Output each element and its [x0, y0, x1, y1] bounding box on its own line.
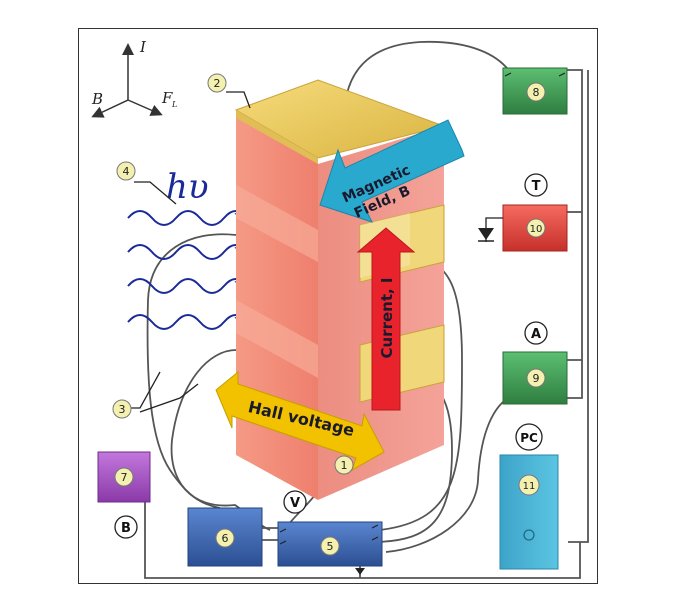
badge-b: B — [114, 515, 138, 539]
device-10-label: 10 — [530, 224, 543, 235]
callout-2: 2 — [207, 73, 227, 93]
badge-b-label: B — [121, 521, 131, 536]
badge-v: V — [283, 490, 307, 514]
badge-a-label: A — [531, 327, 541, 342]
device-11-label: 11 — [523, 481, 536, 492]
photon-waves — [127, 205, 249, 330]
device-9: 9 — [502, 351, 568, 405]
device-9-label: 9 — [533, 372, 540, 385]
callout-1: 1 — [334, 455, 354, 475]
device-10: 10 — [478, 204, 568, 252]
axis-label-f-sub: L — [171, 100, 177, 109]
axes-triad: I B F L — [91, 38, 177, 118]
badge-t-label: T — [532, 179, 541, 194]
badge-v-label: V — [290, 496, 300, 511]
device-8: 8 — [502, 67, 568, 115]
device-7-label: 7 — [121, 471, 128, 484]
wires — [144, 40, 589, 579]
photon-label: hυ — [166, 167, 209, 207]
current-label: Current, I — [378, 277, 396, 358]
device-5: 5 — [277, 521, 383, 567]
ground-tick — [355, 568, 365, 575]
badge-pc-label: PC — [520, 431, 538, 445]
callout-4-label: 4 — [123, 165, 130, 178]
device-5-label: 5 — [327, 540, 334, 553]
callout-3: 3 — [112, 399, 132, 419]
axis-label-b: B — [91, 90, 103, 108]
callout-1-label: 1 — [341, 459, 348, 472]
device-7: 7 — [97, 451, 151, 503]
callout-3-label: 3 — [119, 403, 126, 416]
badge-pc: PC — [515, 423, 543, 451]
device-6-label: 6 — [222, 532, 229, 545]
badge-a: A — [524, 321, 548, 345]
device-8-label: 8 — [533, 86, 540, 99]
current-arrow: Current, I — [356, 227, 416, 411]
callout-2-label: 2 — [214, 77, 221, 90]
axis-label-f: F — [161, 89, 173, 107]
callout-4: 4 — [116, 161, 136, 181]
device-6: 6 — [187, 507, 263, 567]
device-11: 11 — [499, 454, 559, 570]
axis-label-i: I — [139, 38, 147, 56]
callout-lines — [118, 91, 251, 413]
badge-t: T — [524, 173, 548, 197]
